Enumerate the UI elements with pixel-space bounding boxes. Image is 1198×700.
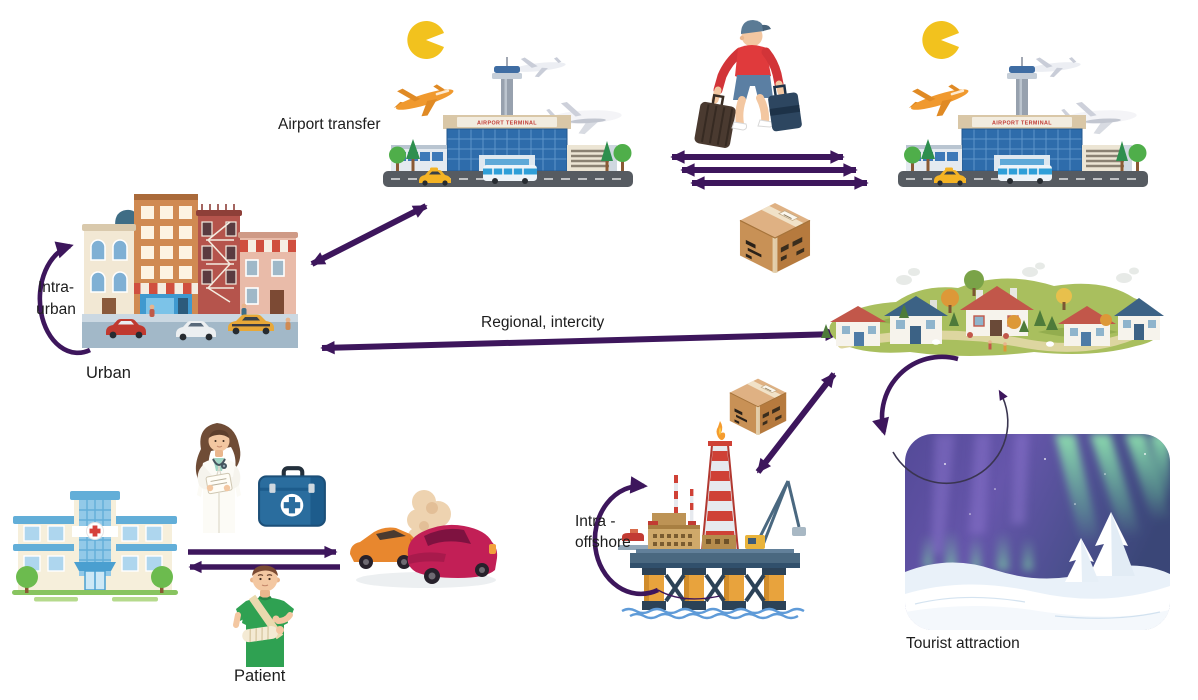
arm-cast-icon [242,625,278,643]
chimney-smoke-icon [896,262,1139,285]
regional-intercity-arrow [310,324,850,358]
urban-airport-arrow [298,194,440,278]
doctor [177,421,261,537]
cardboard-box-icon [736,201,814,273]
person-icon [149,303,291,330]
sun-icon [921,20,961,60]
car-crash [346,484,504,596]
urban-city [82,182,298,364]
tree-icon [16,566,38,593]
intra-urban-label: Intra- urban [24,277,88,321]
first-aid-kit-icon [257,463,329,533]
suitcase-icon [768,84,802,132]
traveler-with-luggage [688,12,814,148]
tree-icon [151,566,173,593]
intra-offshore-cycle-arrow [552,470,727,606]
airport-terminal-left [383,53,633,195]
aurora-icon [1055,434,1170,544]
crashed-car-red [407,524,498,584]
lifeboat-icon [622,529,644,541]
sun-icon [406,20,446,60]
tree-icon [821,270,1112,338]
water-icon [621,607,805,620]
airport-shuttle-arrows [660,144,875,194]
intra-urban-cycle-arrow [8,226,103,362]
intra-offshore-label: Intra - offshore [575,511,631,553]
intra-urban-label-line2: urban [36,301,76,318]
offshore-oil-rig [618,417,810,620]
regional-intercity-label: Regional, intercity [481,314,605,331]
car-icon [176,321,216,341]
offshore-village-arrow [742,360,846,486]
house-icon [830,306,886,346]
mast-icon [674,475,694,521]
taxi-icon [228,314,274,335]
patient-label: Patient [234,667,286,685]
urban-label: Urban [86,364,131,382]
snow-tree-icon [1065,512,1135,582]
countryside-village [818,262,1164,364]
patient-with-sling [224,563,306,669]
car-icon [106,319,146,339]
airport-terminal-right [898,53,1148,195]
intra-offshore-label-line1: Intra - [575,513,616,530]
tourist-attraction-image [905,434,1170,630]
stethoscope-icon [212,458,226,466]
intra-offshore-label-line2: offshore [575,534,631,551]
tourist-cycle-arrow [868,348,1018,488]
sheep-icon [932,339,1054,347]
intra-urban-label-line1: Intra- [37,279,75,296]
airport-transfer-label: Airport transfer [278,116,381,133]
tourist-attraction-label: Tourist attraction [906,635,1020,652]
derrick-icon [701,421,739,552]
suitcase-icon [694,93,736,148]
house-icon [1114,298,1164,340]
blue-cross-icon [283,496,301,514]
fire-escape-icon [206,221,234,303]
hospital-building [12,482,178,608]
crashed-car-orange [350,527,424,569]
person-icon [988,340,1007,352]
red-cross-icon [89,525,101,537]
house-icon [884,296,948,344]
house-icon [960,286,1034,339]
rig-legs [642,568,786,610]
